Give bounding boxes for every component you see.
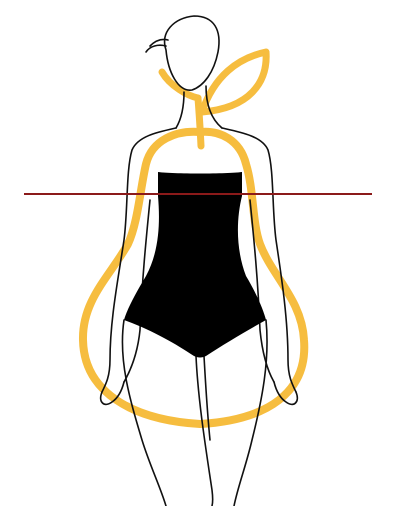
right-leg-inner — [203, 355, 211, 441]
hair-strand-2 — [149, 38, 169, 47]
neck-right — [205, 85, 223, 129]
neck-left — [175, 91, 185, 129]
pear-leaf — [198, 48, 270, 116]
left-shoulder-arm — [101, 127, 177, 393]
pear-top-arc — [158, 68, 202, 102]
pear-stem — [194, 94, 205, 150]
bodysuit — [124, 172, 266, 358]
head-outline — [163, 15, 220, 91]
left-hand — [99, 381, 125, 406]
right-shoulder-arm — [221, 127, 297, 393]
hair-strand-1 — [145, 44, 167, 53]
right-hand — [273, 381, 299, 406]
right-leg-outer — [233, 319, 268, 506]
left-leg-inner — [195, 355, 214, 506]
pear-body-outline — [78, 127, 309, 428]
left-leg-outer — [121, 319, 167, 506]
pear-shape-outline — [78, 48, 309, 428]
